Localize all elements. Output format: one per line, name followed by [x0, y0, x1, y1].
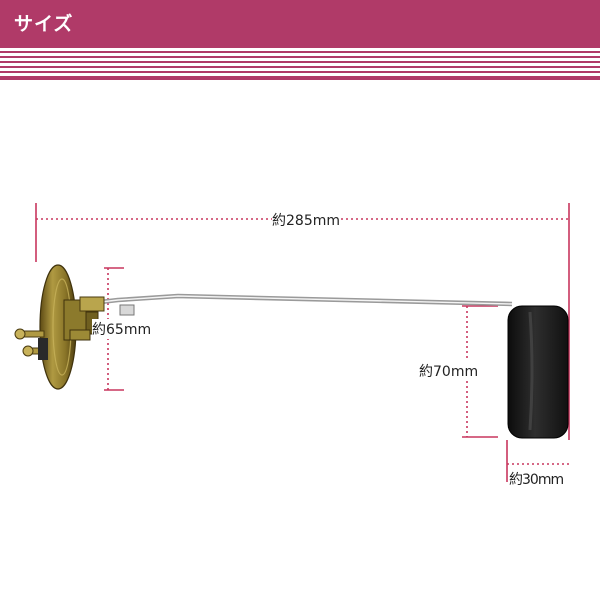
dimension-lines: [35, 203, 570, 482]
section-header: サイズ: [0, 0, 600, 46]
float-width-label: 約30mm: [509, 469, 564, 489]
terminal-nut-top: [14, 328, 26, 340]
plate-diameter-label: 約65mm: [92, 319, 152, 339]
header-stripes-bottom: [0, 76, 600, 80]
float: [507, 305, 569, 439]
mounting-plate: [14, 264, 105, 390]
section-title: サイズ: [14, 13, 74, 35]
float-height-label: 約70mm: [419, 361, 479, 381]
terminal-nut-bottom: [22, 345, 34, 357]
length-label: 約285mm: [272, 210, 340, 230]
float-arm: [91, 293, 513, 316]
arm-clamp: [119, 304, 135, 316]
header-stripes: [0, 46, 600, 80]
float-body: [507, 305, 569, 439]
